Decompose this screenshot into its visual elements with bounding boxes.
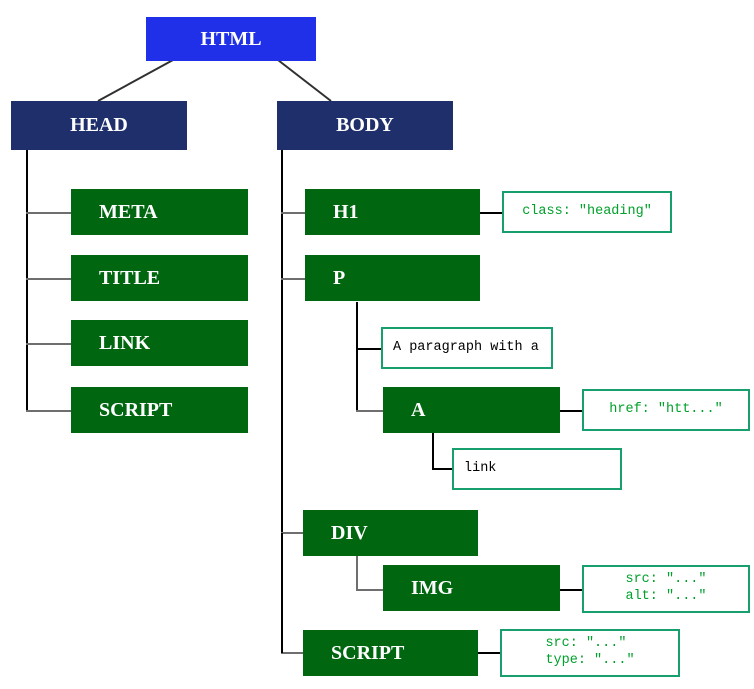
node-img[interactable]: IMG bbox=[383, 565, 560, 611]
head-branch-meta bbox=[26, 212, 72, 214]
textbox-p-content-text: A paragraph with a bbox=[393, 339, 539, 355]
textbox-a-content[interactable]: link bbox=[452, 448, 622, 490]
div-spine bbox=[356, 556, 358, 590]
attrbox-script-type: type: "..." bbox=[545, 653, 635, 668]
div-branch-img bbox=[356, 589, 385, 591]
attrbox-img-alt: alt: "..." bbox=[625, 589, 707, 604]
body-script-attr-connector bbox=[478, 652, 508, 654]
textbox-a-content-text: link bbox=[464, 460, 497, 476]
body-spine-lower bbox=[281, 533, 283, 653]
attrbox-script-attrs-lines: src: "..."type: "..." bbox=[545, 636, 634, 670]
node-h1-label: H1 bbox=[333, 200, 359, 223]
head-branch-script bbox=[26, 410, 72, 412]
attrbox-script-src: src: "..." bbox=[545, 636, 627, 652]
node-meta[interactable]: META bbox=[71, 189, 248, 235]
textbox-p-content[interactable]: A paragraph with a bbox=[381, 327, 553, 369]
node-head-label: HEAD bbox=[70, 114, 128, 136]
a-text-spine bbox=[432, 433, 434, 469]
attrbox-script-attrs[interactable]: src: "..."type: "..." bbox=[500, 629, 680, 677]
head-spine bbox=[26, 150, 28, 412]
node-p[interactable]: P bbox=[305, 255, 480, 301]
node-div[interactable]: DIV bbox=[303, 510, 478, 556]
node-head[interactable]: HEAD bbox=[11, 101, 187, 150]
node-a[interactable]: A bbox=[383, 387, 560, 433]
head-branch-title bbox=[26, 278, 72, 280]
p-branch-a bbox=[356, 410, 383, 412]
a-branch-text bbox=[432, 468, 454, 470]
attrbox-a-href[interactable]: href: "htt..." bbox=[582, 389, 750, 431]
h1-attr-connector bbox=[480, 212, 510, 214]
attrbox-a-href-text: href: "htt..." bbox=[609, 401, 723, 417]
node-meta-label: META bbox=[99, 200, 158, 223]
node-html-label: HTML bbox=[200, 27, 262, 50]
node-a-label: A bbox=[411, 398, 426, 421]
node-div-label: DIV bbox=[331, 521, 368, 544]
attrbox-h1-class[interactable]: class: "heading" bbox=[502, 191, 672, 233]
img-attr-connector bbox=[560, 589, 590, 591]
node-head-script[interactable]: SCRIPT bbox=[71, 387, 248, 433]
body-spine bbox=[281, 150, 283, 533]
body-branch-p bbox=[281, 278, 306, 280]
node-body-script[interactable]: SCRIPT bbox=[303, 630, 478, 676]
node-title-label: TITLE bbox=[99, 266, 161, 289]
node-html[interactable]: HTML bbox=[146, 17, 316, 61]
body-branch-h1 bbox=[281, 212, 306, 214]
node-head-script-label: SCRIPT bbox=[99, 398, 173, 421]
node-img-label: IMG bbox=[411, 576, 454, 599]
attrbox-h1-class-text: class: "heading" bbox=[522, 203, 652, 219]
attrbox-img-attrs[interactable]: src: "..."alt: "..." bbox=[582, 565, 750, 613]
head-branch-link bbox=[26, 343, 72, 345]
body-branch-script bbox=[281, 652, 304, 654]
node-body-label: BODY bbox=[336, 114, 394, 136]
node-link-label: LINK bbox=[99, 331, 151, 354]
attrbox-img-src: src: "..." bbox=[625, 572, 707, 588]
node-body[interactable]: BODY bbox=[277, 101, 453, 150]
body-branch-div bbox=[281, 532, 304, 534]
node-h1[interactable]: H1 bbox=[305, 189, 480, 235]
node-p-label: P bbox=[333, 266, 346, 289]
node-link[interactable]: LINK bbox=[71, 320, 248, 366]
a-attr-connector bbox=[560, 410, 590, 412]
p-spine bbox=[356, 302, 358, 410]
p-branch-text bbox=[356, 348, 383, 350]
attrbox-img-attrs-lines: src: "..."alt: "..." bbox=[625, 572, 706, 606]
node-title[interactable]: TITLE bbox=[71, 255, 248, 301]
node-body-script-label: SCRIPT bbox=[331, 641, 405, 664]
